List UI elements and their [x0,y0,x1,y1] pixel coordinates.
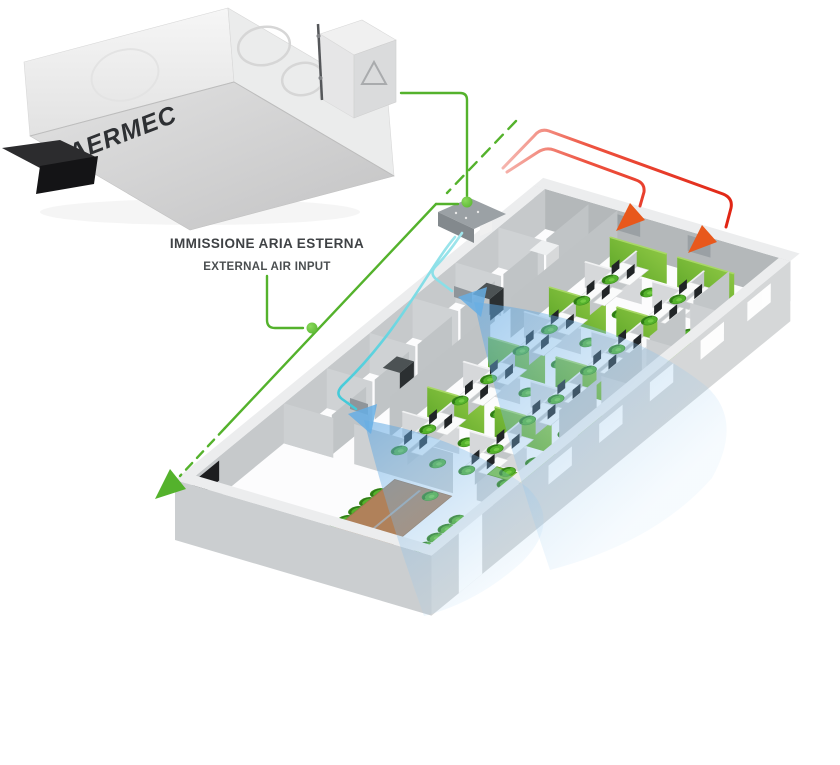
caption-block: IMMISSIONE ARIA ESTERNA EXTERNAL AIR INP… [170,236,364,273]
caption-line1: IMMISSIONE ARIA ESTERNA [170,236,364,251]
extraction-line-outer [501,128,733,229]
air-stream-arrow-icon [348,404,377,434]
caption-line2: EXTERNAL AIR INPUT [203,261,330,273]
extraction-lines [501,128,733,253]
electrical-box [316,19,397,119]
warning-triangle-icon [360,59,388,85]
caption-connector-line [265,274,305,330]
unit-connection-line [399,91,469,198]
supply-duct-branch1 [431,231,464,293]
supply-duct-branch2 [337,235,457,411]
plenum-outlet [480,221,492,236]
external-air-lines [155,91,518,499]
external-air-arrow-icon [155,469,186,499]
extraction-arrow-icon [688,225,717,253]
air-diffusion-streams [348,287,727,616]
external-air-solid [223,202,438,430]
intake-flange-face [36,156,98,194]
connection-node [306,322,318,334]
external-air-dashed-top [445,119,518,195]
duct-knockout [236,25,292,67]
external-air-dashed-bottom [178,426,227,478]
air-stream-arrow-icon [458,287,487,317]
connection-node [461,196,473,208]
indoor-plenum-unit [438,198,506,243]
side-wall [174,472,441,616]
extraction-line-inner [505,147,646,208]
extraction-arrow-icon [616,203,645,231]
aermec-unit: AERMEC [2,7,397,231]
air-stream [364,420,544,616]
